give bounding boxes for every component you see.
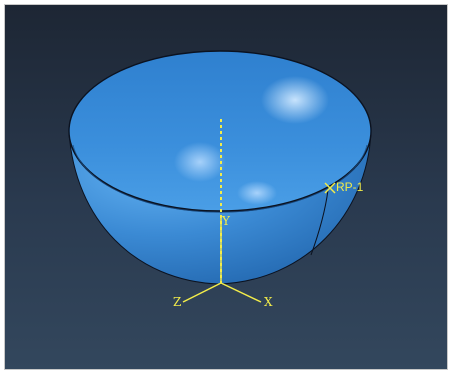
rim-inner-band <box>72 144 368 213</box>
inner-highlight-left <box>174 142 226 182</box>
partition-seam <box>310 189 329 256</box>
model-canvas[interactable]: RP-1 Y Z X <box>5 5 447 369</box>
inner-highlight-upper <box>261 76 329 124</box>
reference-point-label: RP-1 <box>336 180 364 194</box>
inner-highlight-lower <box>237 181 277 205</box>
rim-edge-back <box>68 50 372 132</box>
triad-x-label: X <box>264 295 273 309</box>
viewport[interactable]: RP-1 Y Z X <box>4 4 448 370</box>
triad-z-label: Z <box>173 295 181 309</box>
reference-point-marker[interactable] <box>324 182 336 194</box>
coordinate-triad <box>182 217 262 303</box>
triad-y-label: Y <box>221 214 231 228</box>
